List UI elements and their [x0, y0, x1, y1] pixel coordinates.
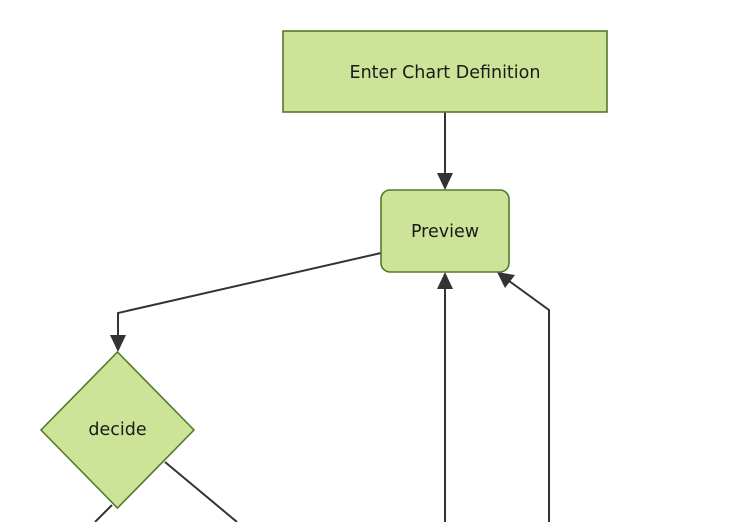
edge-return-center-to-preview — [437, 272, 453, 522]
node-preview[interactable]: Preview — [380, 189, 510, 273]
edge-enter-to-preview-arrowhead — [437, 173, 453, 190]
edge-decide-branch-right-line — [164, 461, 238, 522]
node-preview-label: Preview — [411, 222, 479, 242]
node-enter-chart-definition[interactable]: Enter Chart Definition — [282, 30, 608, 113]
node-preview-shape[interactable] — [380, 189, 510, 273]
edge-preview-to-decide-arrowhead — [110, 335, 126, 352]
edge-decide-branch-left — [94, 504, 113, 522]
node-decide-label: decide — [88, 420, 146, 440]
node-enter-chart-definition-shape[interactable] — [282, 30, 608, 113]
node-enter-chart-definition-label: Enter Chart Definition — [350, 63, 541, 83]
edge-decide-branch-right — [164, 461, 238, 522]
node-decide-shape[interactable] — [39, 350, 196, 510]
node-layer: Enter Chart Definition Preview decide — [39, 30, 608, 510]
edge-return-center-to-preview-arrowhead — [437, 272, 453, 289]
edge-decide-branch-left-line — [94, 504, 113, 522]
edge-enter-to-preview — [437, 112, 453, 190]
edge-return-right-to-preview-arrowhead — [497, 272, 515, 288]
edge-preview-to-decide-line — [117, 252, 382, 343]
edge-return-right-to-preview — [497, 272, 550, 522]
node-decide[interactable]: decide — [39, 350, 196, 510]
edge-return-right-to-preview-line — [504, 277, 550, 522]
edge-layer — [94, 112, 550, 522]
edge-preview-to-decide — [110, 252, 382, 352]
